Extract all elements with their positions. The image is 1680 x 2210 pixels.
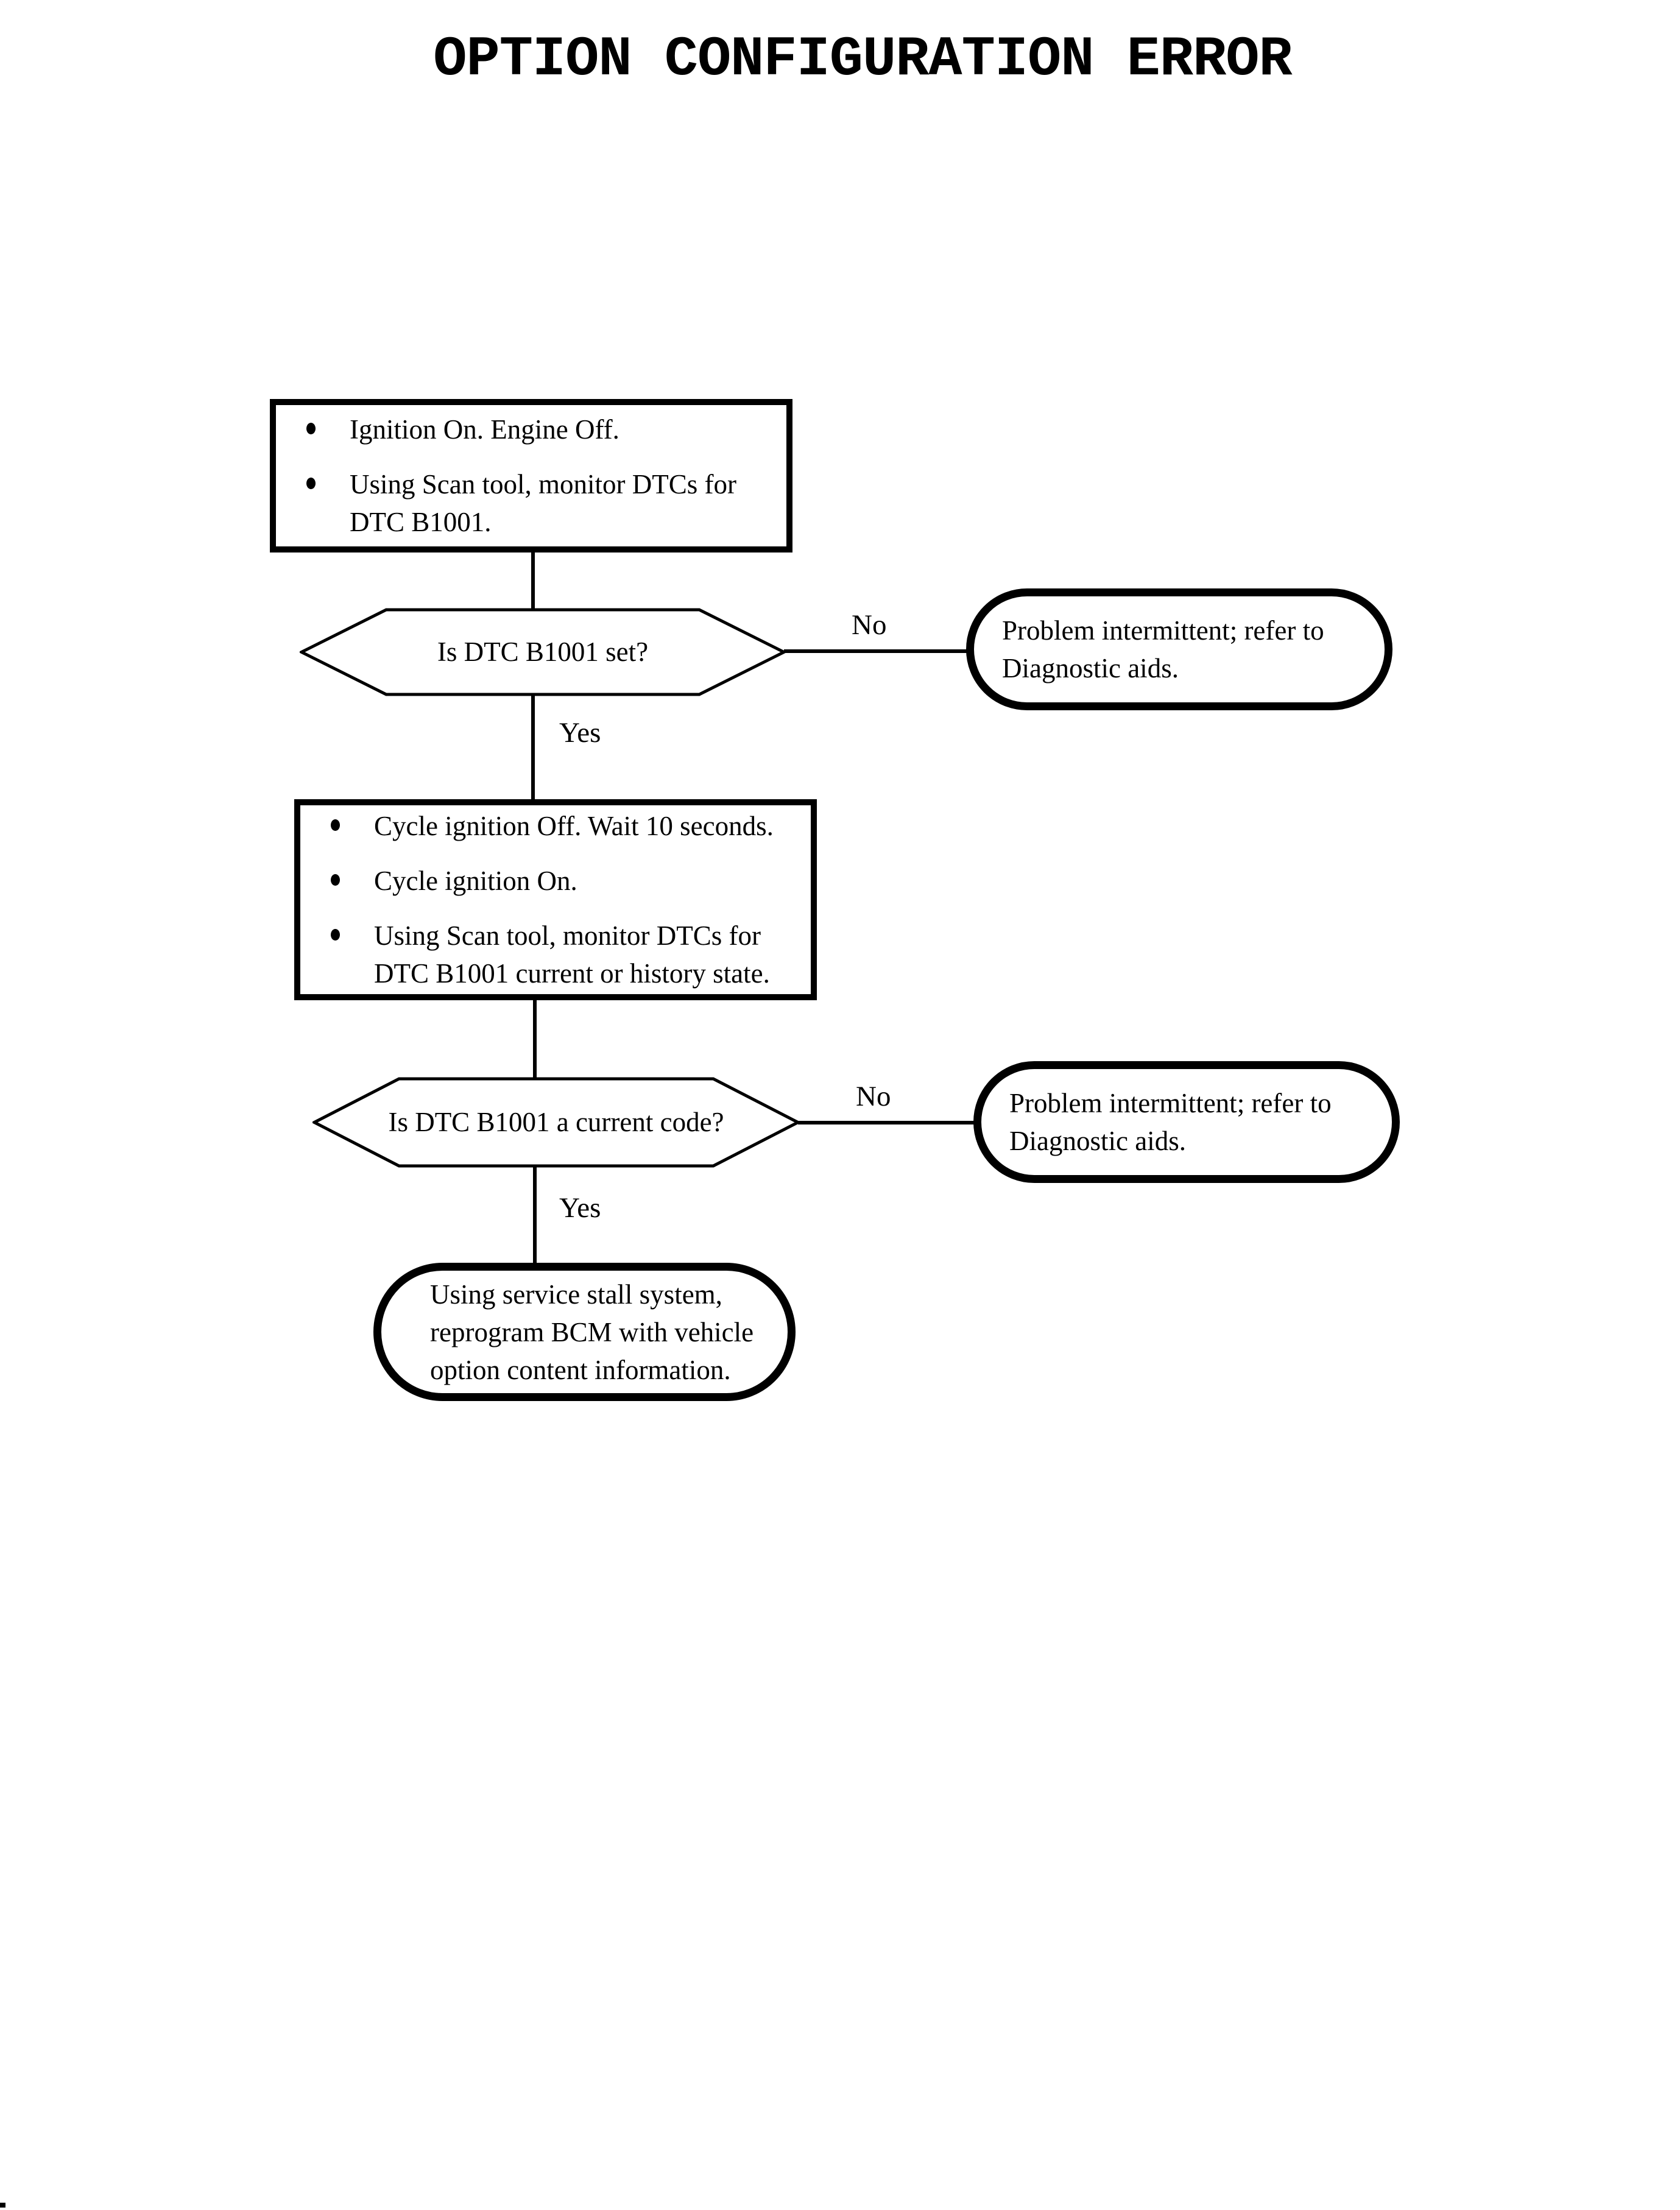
result-text: Problem intermittent; refer to Diagnosti… xyxy=(1002,615,1324,683)
bullet-item: Cycle ignition Off. Wait 10 seconds. xyxy=(331,807,796,845)
decision-is-dtc-current: Is DTC B1001 a current code? xyxy=(312,1077,800,1168)
bullet-text: Using Scan tool, monitor DTCs for DTC B1… xyxy=(374,920,770,989)
decision-is-dtc-set: Is DTC B1001 set? xyxy=(300,608,786,696)
result-capsule-intermittent: Problem intermittent; refer to Diagnosti… xyxy=(966,588,1392,710)
bullet-item: Using Scan tool, monitor DTCs for DTC B1… xyxy=(306,465,772,541)
bullet-item: Using Scan tool, monitor DTCs for DTC B1… xyxy=(331,917,796,992)
connector-line xyxy=(798,1121,976,1124)
terminal-text: Using service stall system, reprogram BC… xyxy=(430,1279,754,1385)
connector-line xyxy=(533,1166,537,1265)
process-box-ignition-on: Ignition On. Engine Off. Using Scan tool… xyxy=(270,399,792,552)
bullet-item: Ignition On. Engine Off. xyxy=(306,411,772,448)
bullet-text: Using Scan tool, monitor DTCs for DTC B1… xyxy=(350,469,736,537)
connector-line xyxy=(533,999,537,1078)
process-box-cycle-ignition: Cycle ignition Off. Wait 10 seconds. Cyc… xyxy=(294,799,817,1000)
bullet-text: Cycle ignition Off. Wait 10 seconds. xyxy=(374,811,774,841)
no-edge-label: No xyxy=(852,609,887,641)
no-edge-label: No xyxy=(856,1081,891,1112)
result-capsule-intermittent: Problem intermittent; refer to Diagnosti… xyxy=(973,1061,1400,1183)
bullet-icon xyxy=(331,874,340,886)
connector-line xyxy=(784,649,969,653)
yes-edge-label: Yes xyxy=(559,1192,601,1224)
bullet-text: Ignition On. Engine Off. xyxy=(350,414,619,445)
decision-question: Is DTC B1001 set? xyxy=(437,637,649,667)
scan-artifact-speck xyxy=(0,2203,5,2208)
terminal-capsule-reprogram-bcm: Using service stall system, reprogram BC… xyxy=(373,1263,796,1401)
bullet-icon xyxy=(331,929,340,941)
connector-line xyxy=(531,551,535,610)
result-text: Problem intermittent; refer to Diagnosti… xyxy=(1009,1088,1332,1156)
bullet-icon xyxy=(306,478,316,489)
bullet-icon xyxy=(331,819,340,831)
decision-question: Is DTC B1001 a current code? xyxy=(388,1107,724,1137)
page-title: OPTION CONFIGURATION ERROR xyxy=(433,27,1292,91)
bullet-text: Cycle ignition On. xyxy=(374,866,577,896)
bullet-icon xyxy=(306,423,316,434)
connector-line xyxy=(531,694,535,802)
yes-edge-label: Yes xyxy=(559,717,601,749)
bullet-item: Cycle ignition On. xyxy=(331,862,796,900)
